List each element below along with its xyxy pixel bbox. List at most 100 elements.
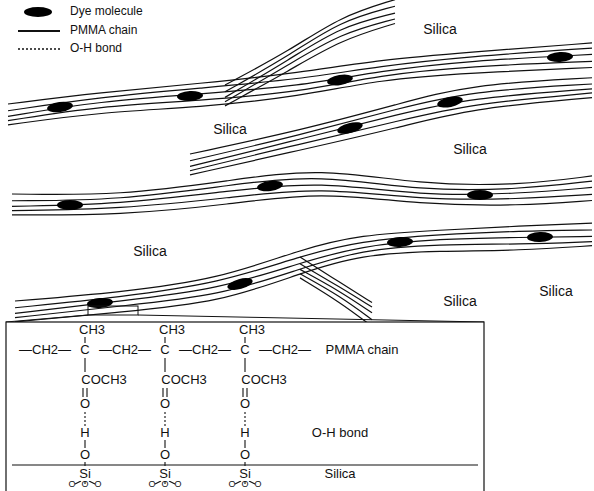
covalent-bond [244,358,245,372]
atom-label: O [239,480,250,490]
atom-label: COCH3 [239,373,289,387]
hydrogen-bond [84,412,85,426]
atom-label: O [78,448,92,462]
covalent-bond [86,388,87,397]
pmma-chain [225,23,395,105]
dye-molecule [527,232,553,243]
covalent-bond [164,358,165,372]
atom-label: CH3 [237,323,267,337]
atom-label: —CH2— [97,343,153,357]
atom-label: C [158,343,171,357]
atom-label: O [146,480,157,490]
dye-molecule [226,276,254,292]
covalent-bond [246,388,247,397]
silica-surface [12,464,478,465]
dye-molecule [336,120,364,136]
legend-text: PMMA chain [70,24,137,37]
atom-label: O [79,480,90,490]
pmma-chain [12,179,592,201]
covalent-bond [164,440,165,448]
covalent-bond [244,440,245,448]
atom-label: O [158,397,172,411]
dye-molecule [547,51,573,62]
chemical-bonds [75,337,255,484]
covalent-bond [249,481,255,484]
dye-molecule [256,179,283,193]
region-label: Silica [441,294,478,309]
inset-label: PMMA chain [324,343,401,357]
pmma-chain [225,6,395,92]
zoom-leader [6,315,88,322]
dye-molecule [436,94,464,109]
pmma-chain [12,196,592,215]
atom-label: —CH2— [17,343,73,357]
covalent-bond [166,388,167,397]
hydrogen-bond [164,412,165,426]
atom-label: C [238,343,251,357]
pmma-chain [12,191,592,211]
pmma-chain [15,236,592,313]
covalent-bond [169,481,175,484]
covalent-bond [84,440,85,448]
pmma-chain [8,61,592,120]
pmma-bundles [8,0,592,326]
pmma-chain [190,93,592,171]
covalent-bond [242,388,243,397]
atom-label: O [238,448,252,462]
atom-label: Si [157,467,173,481]
atom-label: O [238,397,252,411]
atom-label: O [226,480,237,490]
atom-label: O [159,480,170,490]
atom-label: COCH3 [159,373,209,387]
covalent-bond [84,358,85,372]
atom-label: CH3 [77,323,107,337]
dye-molecule [177,90,203,101]
pmma-chain [12,185,592,206]
dye-molecule [387,236,413,247]
legend-sample [18,31,60,32]
region-label: Silica [131,244,168,259]
atom-label: O [92,480,103,490]
covalent-bond [89,481,95,484]
dye-molecule [467,190,493,200]
pmma-chain [300,269,372,312]
inset-label: O-H bond [310,426,370,440]
atom-label: Si [237,467,253,481]
atom-label: —CH2— [177,343,233,357]
dye-molecule [87,297,114,309]
atom-label: O [78,397,92,411]
legend-sample [18,49,60,50]
atom-label: O [66,480,77,490]
dye-molecule [46,100,73,114]
atom-label: C [78,343,91,357]
atom-label: Si [77,467,93,481]
pmma-chain [190,89,592,166]
atom-label: H [158,426,171,440]
pmma-chain [15,246,592,322]
legend-sample [24,7,52,17]
covalent-bond [155,481,161,484]
pmma-chain [15,230,592,308]
legend-text: O-H bond [70,42,122,55]
legend-text: Dye molecule [70,5,143,18]
zoom-leader [138,315,484,322]
pmma-chain [300,274,372,320]
dye-molecule [57,200,83,210]
region-label: Silica [322,467,357,481]
region-label: Silica [211,122,248,137]
pmma-chain [225,0,395,85]
covalent-bond [162,388,163,397]
atom-label: O [172,480,183,490]
dye-molecule [326,73,353,87]
pmma-chain [190,98,592,175]
region-label: Silica [421,22,458,37]
covalent-bond [82,388,83,397]
atom-label: CH3 [157,323,187,337]
region-label: Silica [451,142,488,157]
atom-label: —CH2— [257,343,313,357]
hydrogen-bond [244,412,245,426]
covalent-bond [75,481,81,484]
covalent-bond [235,481,241,484]
